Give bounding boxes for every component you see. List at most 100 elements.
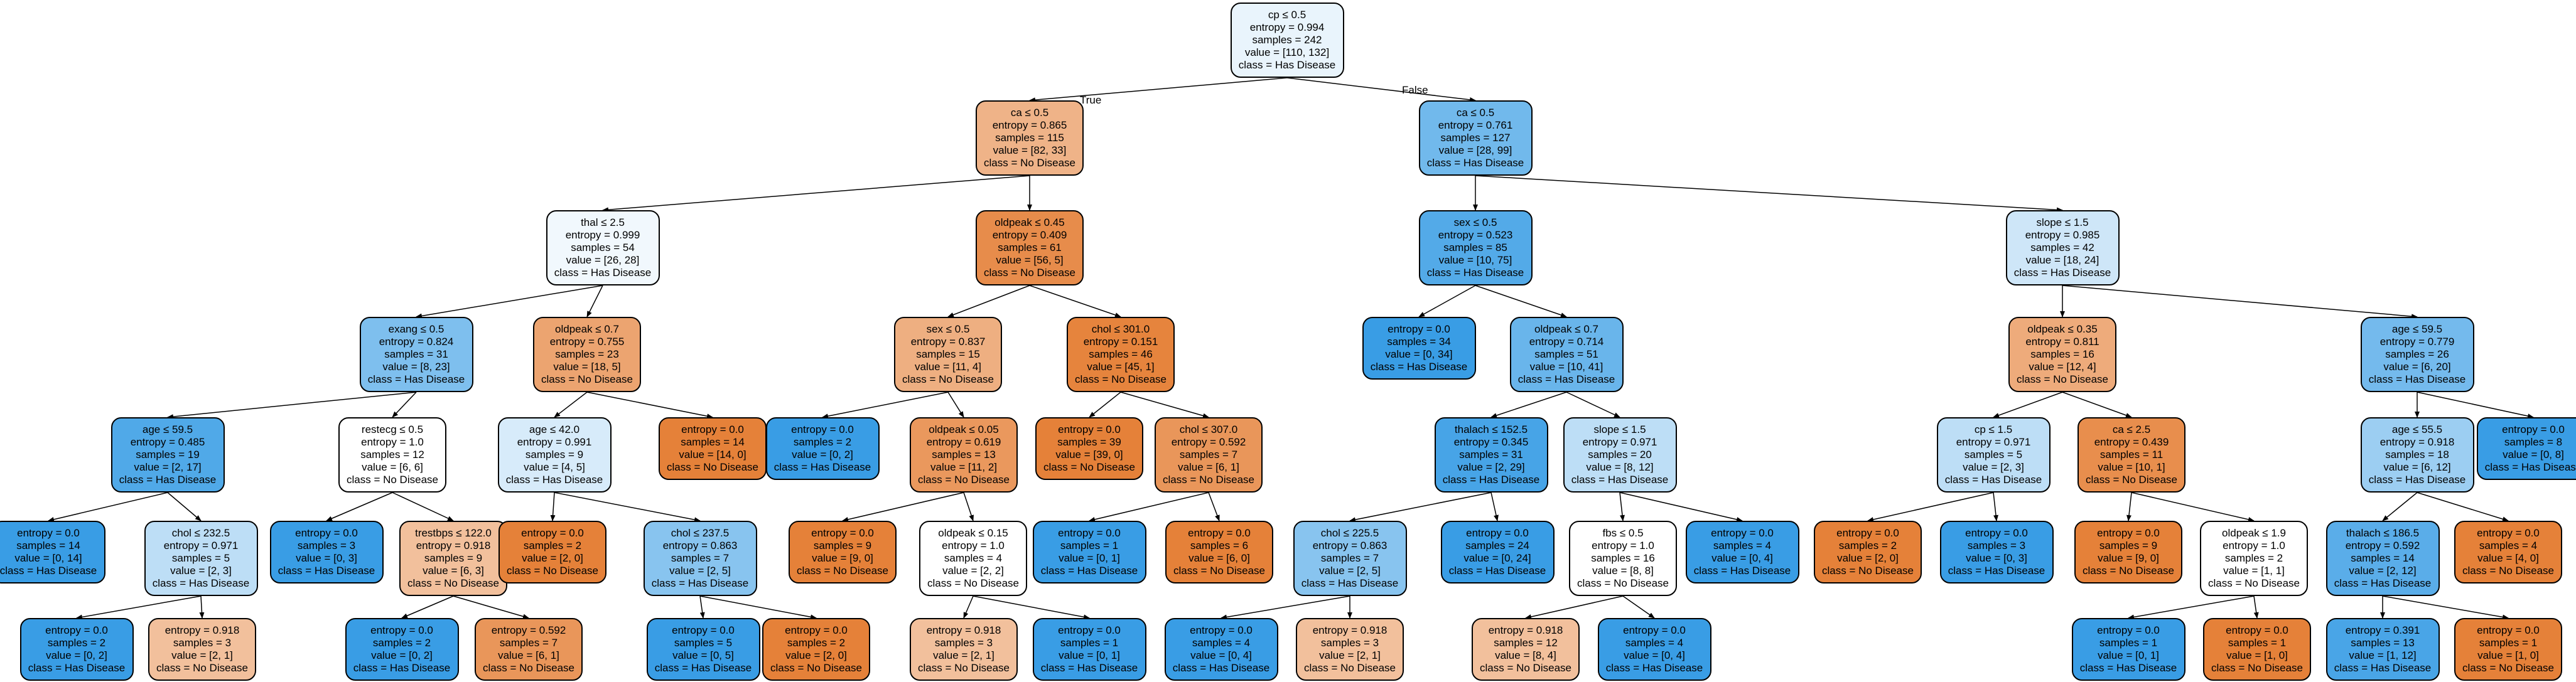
node-text-line: samples = 115 (995, 132, 1064, 144)
node-text-line: samples = 19 (136, 449, 200, 461)
node-text-line: entropy = 0.971 (163, 540, 239, 551)
node-text-line: oldpeak ≤ 0.45 (994, 216, 1065, 228)
node-text-line: chol ≤ 301.0 (1091, 323, 1150, 335)
node-text-line: class = No Disease (407, 577, 499, 589)
node-text-line: class = Has Disease (554, 267, 652, 279)
node-text-line: chol ≤ 225.5 (1320, 527, 1379, 539)
node-text-line: value = [8, 12] (1586, 461, 1654, 473)
node-text-line: class = No Disease (1480, 662, 1571, 674)
node-text-line: samples = 9 (525, 449, 584, 461)
node-text-line: age ≤ 42.0 (529, 424, 580, 435)
node-text-line: samples = 39 (1057, 436, 1121, 448)
node-text-line: entropy = 0.0 (2502, 424, 2565, 435)
node-text-line: entropy = 0.0 (1190, 624, 1253, 636)
node-text-line: entropy = 0.918 (164, 624, 240, 636)
node-text-line: samples = 6 (1190, 540, 1249, 551)
node-text-line: entropy = 0.863 (662, 540, 738, 551)
node-text-line: value = [6, 6] (362, 461, 423, 473)
node-text-line: samples = 31 (384, 348, 448, 360)
node-text-line: class = Has Disease (2334, 577, 2432, 589)
node-text-line: restecg ≤ 0.5 (361, 424, 424, 435)
node-text-line: value = [2, 29] (1457, 461, 1525, 473)
node-text-line: value = [10, 1] (2098, 461, 2165, 473)
node-text-line: value = [2, 1] (1319, 649, 1381, 661)
node-text-line: entropy = 0.0 (672, 624, 735, 636)
tree-edge-n0-n34 (1286, 77, 1476, 102)
node-text-line: class = No Disease (541, 373, 633, 385)
node-text-line: value = [8, 23] (382, 361, 450, 373)
node-text-line: value = [0, 3] (1966, 552, 2027, 564)
node-text-line: class = No Disease (483, 662, 574, 674)
tree-edge-n44-n46 (1622, 595, 1655, 619)
node-text-line: oldpeak ≤ 0.15 (938, 527, 1008, 539)
node-text-line: samples = 1 (1060, 637, 1119, 649)
node-text-line: sex ≤ 0.5 (1453, 216, 1497, 228)
node-text-line: class = Has Disease (1605, 662, 1703, 674)
node-text-line: class = Has Disease (651, 577, 749, 589)
node-text-line: entropy = 0.824 (379, 336, 454, 348)
node-text-line: age ≤ 55.5 (2391, 424, 2443, 435)
node-text-line: value = [1, 1] (2223, 565, 2285, 577)
tree-edge-n4-n5 (48, 492, 168, 522)
node-text-line: entropy = 0.985 (2025, 229, 2100, 241)
node-text-line: class = No Disease (2211, 662, 2303, 674)
node-text-line: samples = 2 (1838, 540, 1897, 551)
node-text-line: value = [8, 4] (1495, 649, 1556, 661)
node-text-line: value = [9, 0] (812, 552, 873, 564)
tree-edge-n34-n48 (1475, 175, 2063, 213)
node-text-line: samples = 51 (1534, 348, 1598, 360)
node-text-line: entropy = 1.0 (1592, 540, 1654, 551)
node-text-line: value = [0, 2] (792, 449, 853, 461)
node-text-line: ca ≤ 0.5 (1010, 107, 1049, 119)
node-text-line: value = [4, 0] (2477, 552, 2539, 564)
node-text-line: entropy = 0.0 (1466, 527, 1529, 539)
node-text-line: samples = 13 (2351, 637, 2415, 649)
node-text-line: value = [1, 12] (2349, 649, 2417, 661)
node-text-line: class = No Disease (507, 565, 598, 577)
node-text-line: exang ≤ 0.5 (388, 323, 445, 335)
node-text-line: samples = 5 (1964, 449, 2023, 461)
node-text-line: class = No Disease (927, 577, 1019, 589)
tree-edge-n38-n42 (1490, 492, 1499, 521)
node-text-line: entropy = 0.0 (1836, 527, 1899, 539)
node-text-line: class = No Disease (918, 662, 1010, 674)
node-text-line: class = Has Disease (1948, 565, 2045, 577)
tree-edge-n26-n28 (973, 595, 1090, 620)
node-text-line: class = Has Disease (1172, 662, 1270, 674)
node-text-line: entropy = 0.391 (2345, 624, 2420, 636)
node-text-line: entropy = 0.0 (2477, 624, 2540, 636)
node-text-line: value = [56, 5] (996, 254, 1064, 266)
node-text-line: samples = 14 (681, 436, 745, 448)
node-text-line: entropy = 0.439 (2094, 436, 2169, 448)
node-text-line: samples = 7 (499, 637, 558, 649)
node-text-line: samples = 7 (1320, 552, 1379, 564)
node-text-line: samples = 15 (916, 348, 980, 360)
tree-edge-n24-n25 (842, 492, 964, 522)
node-text-line: samples = 23 (555, 348, 619, 360)
tree-edge-n29-n30 (1089, 392, 1121, 418)
node-text-line: entropy = 0.0 (17, 527, 80, 539)
node-text-line: samples = 7 (1179, 449, 1238, 461)
node-text-line: age ≤ 59.5 (2391, 323, 2443, 335)
node-text-line: value = [0, 1] (1059, 649, 1120, 661)
node-text-line: fbs ≤ 0.5 (1602, 527, 1644, 539)
tree-edge-n24-n26 (963, 492, 974, 521)
